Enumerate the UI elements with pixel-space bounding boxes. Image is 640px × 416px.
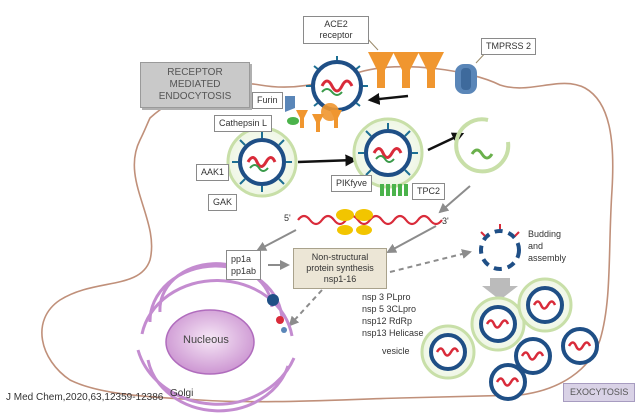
three-prime-label: 3' bbox=[442, 216, 449, 226]
ace2-receptor bbox=[393, 52, 419, 88]
golgi-label: Golgi bbox=[170, 388, 194, 399]
nonstructural-synthesis-box: Non-structural protein synthesis nsp1-16 bbox=[293, 248, 387, 289]
vesicle-label: vesicle bbox=[382, 346, 410, 356]
five-prime-label: 5' bbox=[284, 213, 291, 223]
endosome bbox=[352, 117, 424, 196]
pp1a-label: pp1a bbox=[231, 254, 252, 264]
tmprss2-protein bbox=[455, 64, 477, 94]
exiting-virions bbox=[420, 277, 599, 401]
arrow-rna-to-synthesis bbox=[386, 225, 437, 253]
tpc2-label: TPC2 bbox=[412, 183, 446, 200]
budding-label: Budding and assembly bbox=[528, 229, 567, 263]
arrow-entry bbox=[367, 93, 409, 105]
golgi-apparatus bbox=[136, 262, 296, 413]
pikfyve-label: PIKfyve bbox=[331, 175, 373, 192]
nsp-item: nsp 3 PLpro bbox=[362, 292, 411, 302]
golgi-exit-virions bbox=[267, 294, 287, 333]
tpc2-channel bbox=[380, 184, 408, 196]
arrow-to-rna bbox=[438, 185, 471, 214]
ace2-receptor bbox=[368, 52, 394, 88]
nsp-list: nsp 3 PLpro nsp 5 3CLpro nsp12 RdRp nsp1… bbox=[362, 291, 424, 339]
cell-membrane bbox=[41, 65, 614, 403]
arrow-to-golgi bbox=[288, 289, 323, 327]
nsp-item: nsp13 Helicase bbox=[362, 328, 424, 338]
ace2-receptor-group bbox=[368, 52, 444, 88]
nucleus-body bbox=[165, 309, 255, 375]
ace2-label: ACE2 receptor bbox=[303, 16, 369, 44]
arrow-budding-down bbox=[482, 278, 518, 300]
endocytosed-virion bbox=[296, 103, 342, 132]
entering-virion bbox=[306, 56, 368, 116]
nucleus-label: Nucleous bbox=[183, 334, 229, 346]
receptor-endocytosis-label: RECEPTOR MEDIATED ENDOCYTOSIS bbox=[140, 62, 250, 108]
budding-virion bbox=[479, 224, 521, 271]
ace2-receptor bbox=[418, 52, 444, 88]
gak-label: GAK bbox=[208, 194, 238, 211]
exocytosis-label: EXOCYTOSIS bbox=[563, 383, 636, 402]
nsp-item: nsp 5 3CLpro bbox=[362, 304, 417, 314]
tmprss2-label: TMPRSS 2 bbox=[481, 38, 537, 55]
furin-label: Furin bbox=[252, 92, 283, 109]
cathepsin-label: Cathepsin L bbox=[214, 115, 273, 132]
furin-protein bbox=[285, 96, 295, 112]
ribosomes bbox=[336, 209, 373, 235]
nsp-item: nsp12 RdRp bbox=[362, 316, 413, 326]
aak1-label: AAK1 bbox=[196, 164, 230, 181]
citation: J Med Chem,2020,63,12359-12386 bbox=[6, 392, 164, 403]
clathrin-vesicle bbox=[226, 126, 298, 198]
cathepsin-l-protein bbox=[287, 117, 299, 125]
pp1a-box: pp1a pp1ab bbox=[226, 250, 262, 280]
arrow-to-budding bbox=[389, 249, 472, 273]
viral-rna-strand bbox=[297, 214, 443, 226]
rna-release-vesicle bbox=[454, 117, 511, 174]
arrow-to-pp1a bbox=[256, 229, 297, 251]
pp1ab-label: pp1ab bbox=[231, 266, 257, 276]
arrow-to-endosome bbox=[297, 154, 358, 167]
